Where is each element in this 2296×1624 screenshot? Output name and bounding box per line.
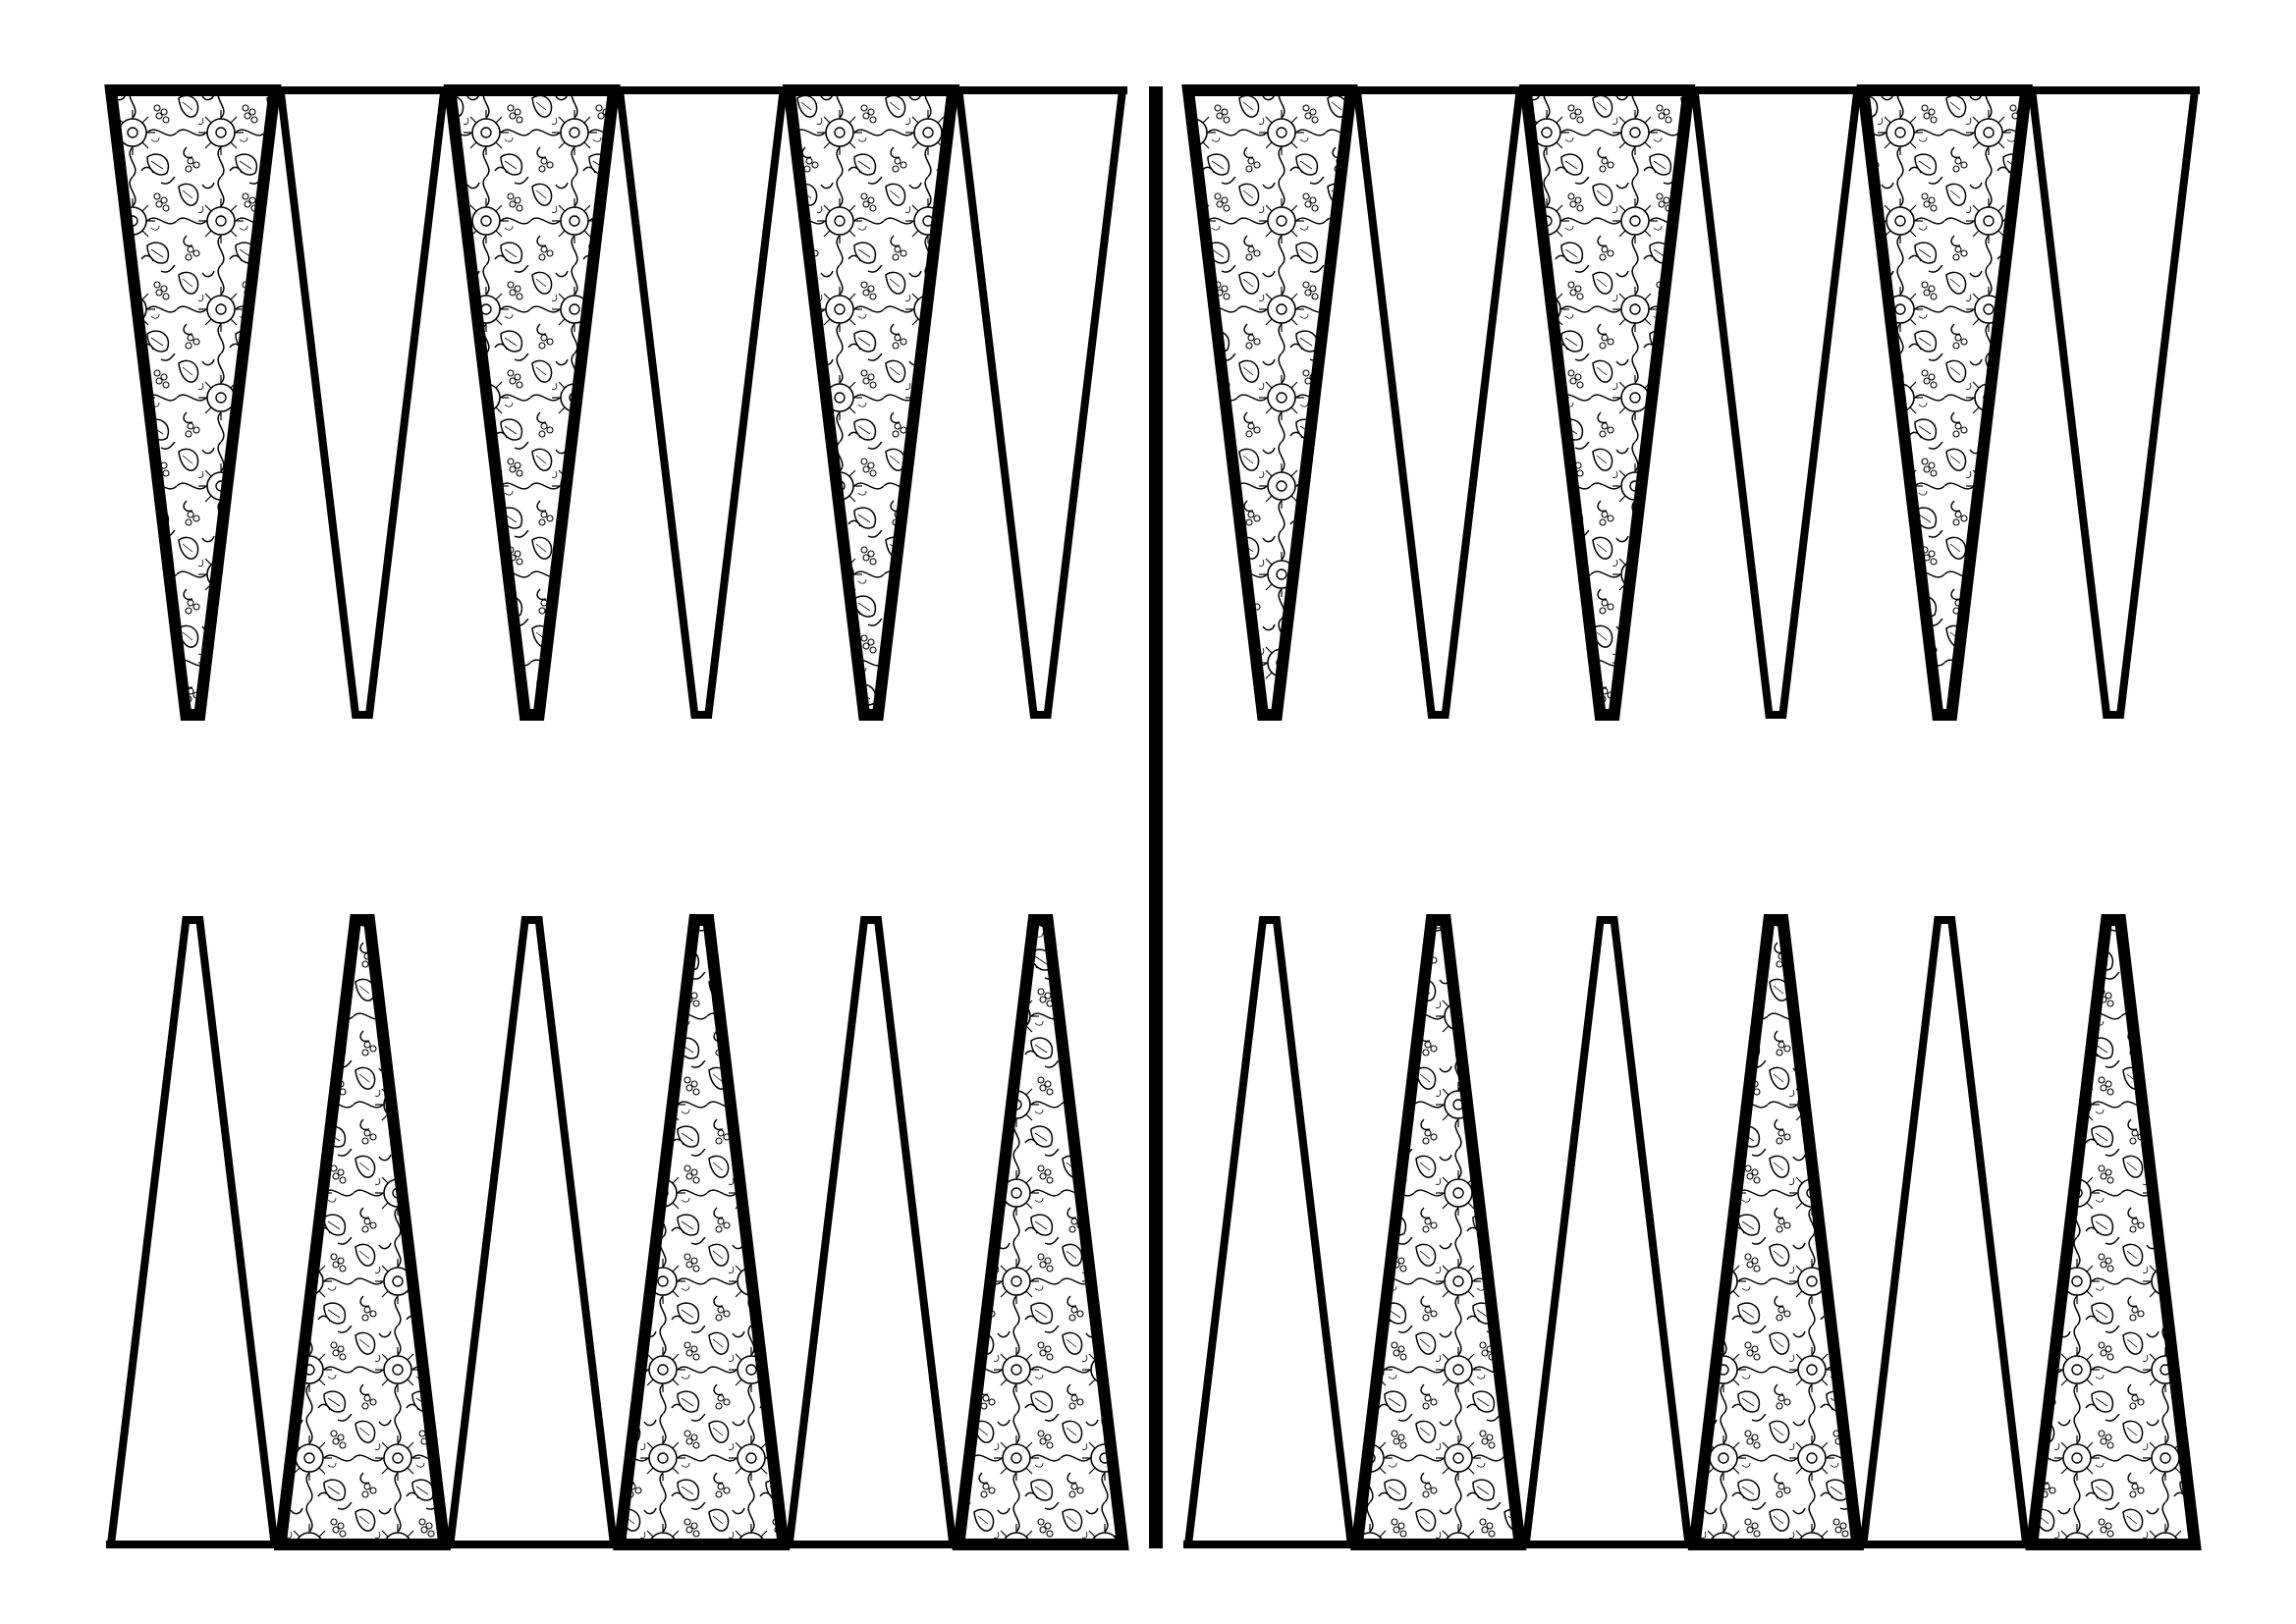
right-half-bottom-point-6-patterned[interactable] xyxy=(2025,914,2202,1550)
right-half-top-point-3-patterned[interactable] xyxy=(1518,84,1696,721)
right-half xyxy=(1181,84,2202,1550)
left-half-bottom-point-1-plain[interactable] xyxy=(106,916,280,1548)
right-half-bottom-point-3-plain[interactable] xyxy=(1521,916,1694,1548)
left-half xyxy=(104,84,1129,1550)
right-half-top-point-5-patterned[interactable] xyxy=(1856,84,2033,721)
right-half-top-point-2-plain[interactable] xyxy=(1352,86,1525,719)
right-half-top-point-4-plain[interactable] xyxy=(1689,86,1862,719)
right-half-bottom-point-2-patterned[interactable] xyxy=(1350,914,1527,1550)
left-half-bottom-point-2-patterned[interactable] xyxy=(273,914,452,1550)
left-half-bottom-point-5-plain[interactable] xyxy=(785,916,957,1548)
right-half-top-point-6-plain[interactable] xyxy=(2027,86,2200,719)
left-half-bottom-point-3-plain[interactable] xyxy=(445,916,619,1548)
right-half-top-point-1-patterned[interactable] xyxy=(1181,84,1358,721)
left-half-top-point-5-patterned[interactable] xyxy=(782,84,960,721)
left-half-bottom-point-4-patterned[interactable] xyxy=(613,914,791,1550)
left-half-bottom-point-6-patterned[interactable] xyxy=(952,914,1129,1550)
right-half-bottom-point-1-plain[interactable] xyxy=(1183,916,1356,1548)
left-half-top-point-2-plain[interactable] xyxy=(276,86,449,719)
left-half-top-point-6-plain[interactable] xyxy=(954,86,1127,719)
left-half-top-point-1-patterned[interactable] xyxy=(104,84,282,721)
right-half-bottom-point-4-patterned[interactable] xyxy=(1687,914,1865,1550)
left-half-top-point-3-patterned[interactable] xyxy=(443,84,621,721)
board-layer xyxy=(104,84,2202,1550)
left-half-top-point-4-plain[interactable] xyxy=(615,86,789,719)
right-half-bottom-point-5-plain[interactable] xyxy=(1858,916,2031,1548)
